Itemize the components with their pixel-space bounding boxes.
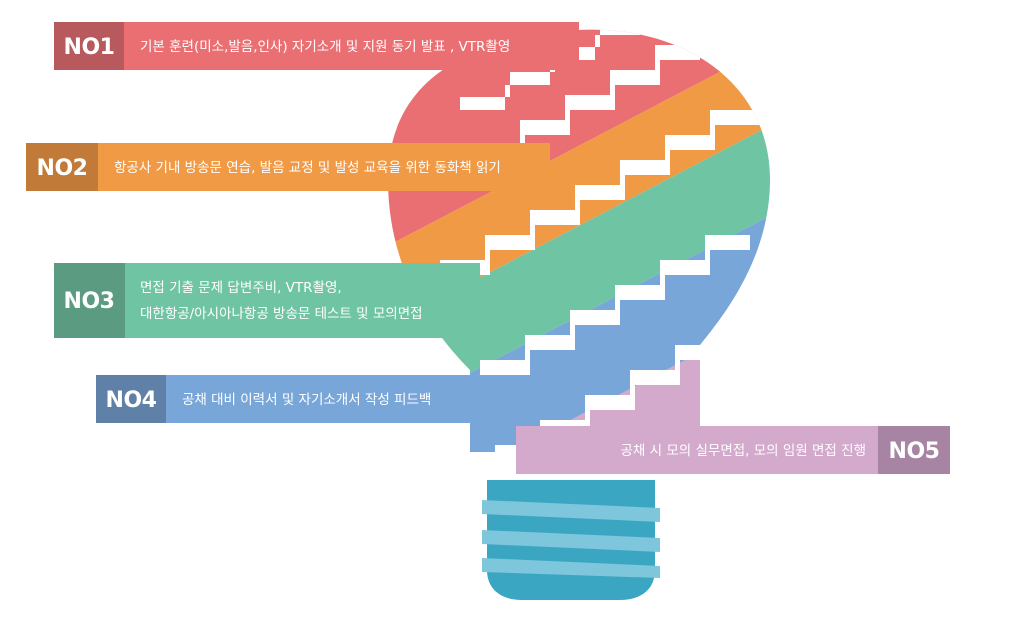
bulb-band-green [388, 110, 770, 420]
bulb-thread [482, 530, 660, 552]
step-banner-bar [166, 375, 506, 423]
step-banner-3: NO3 면접 기출 문제 답변주비, VTR촬영, 대한항공/아시아나항공 방송… [54, 263, 480, 338]
step-badge-label: NO2 [37, 156, 88, 181]
step-badge [54, 263, 125, 338]
step-description: 공채 시 모의 실무면접, 모의 임원 면접 진행 [621, 443, 866, 459]
step-banner-1: NO1 기본 훈련(미소,발음,인사) 자기소개 및 지원 동기 발표 , VT… [54, 22, 579, 70]
step-description: 항공사 기내 방송문 연습, 발음 교정 및 발성 교육을 위한 동화책 읽기 [114, 160, 501, 176]
bulb-thread [482, 558, 660, 578]
step-description: 공채 대비 이력서 및 자기소개서 작성 피드백 [182, 392, 431, 408]
step-banner-5: NO5 공채 시 모의 실무면접, 모의 임원 면접 진행 [516, 426, 950, 474]
step-badge [54, 22, 124, 70]
step-badge-label: NO1 [64, 35, 115, 60]
step-banner-bar [516, 426, 878, 474]
step-badge-label: NO5 [889, 439, 940, 464]
step-description: 기본 훈련(미소,발음,인사) 자기소개 및 지원 동기 발표 , VTR촬영 [140, 39, 510, 55]
step-description: 면접 기출 문제 답변주비, VTR촬영, [140, 280, 342, 296]
bulb-thread [482, 500, 660, 522]
step-badge-label: NO3 [64, 289, 115, 314]
step-banner-bar [125, 263, 480, 338]
bulb-base [482, 480, 660, 600]
step-banner-2: NO2 항공사 기내 방송문 연습, 발음 교정 및 발성 교육을 위한 동화책… [26, 143, 550, 191]
stair-step [480, 235, 750, 375]
step-badge [878, 426, 950, 474]
step-banner-4: NO4 공채 대비 이력서 및 자기소개서 작성 피드백 [96, 375, 506, 423]
step-banner-bar [124, 22, 579, 70]
step-badge [26, 143, 98, 191]
step-badge-label: NO4 [106, 388, 157, 413]
stair-step [440, 110, 760, 275]
step-banner-bar [98, 143, 550, 191]
bulb-band-purple [388, 300, 770, 452]
bulb-band-blue [388, 200, 770, 452]
step-description: 대한항공/아시아나항공 방송문 테스트 및 모의면접 [140, 306, 423, 322]
step-badge [96, 375, 166, 423]
